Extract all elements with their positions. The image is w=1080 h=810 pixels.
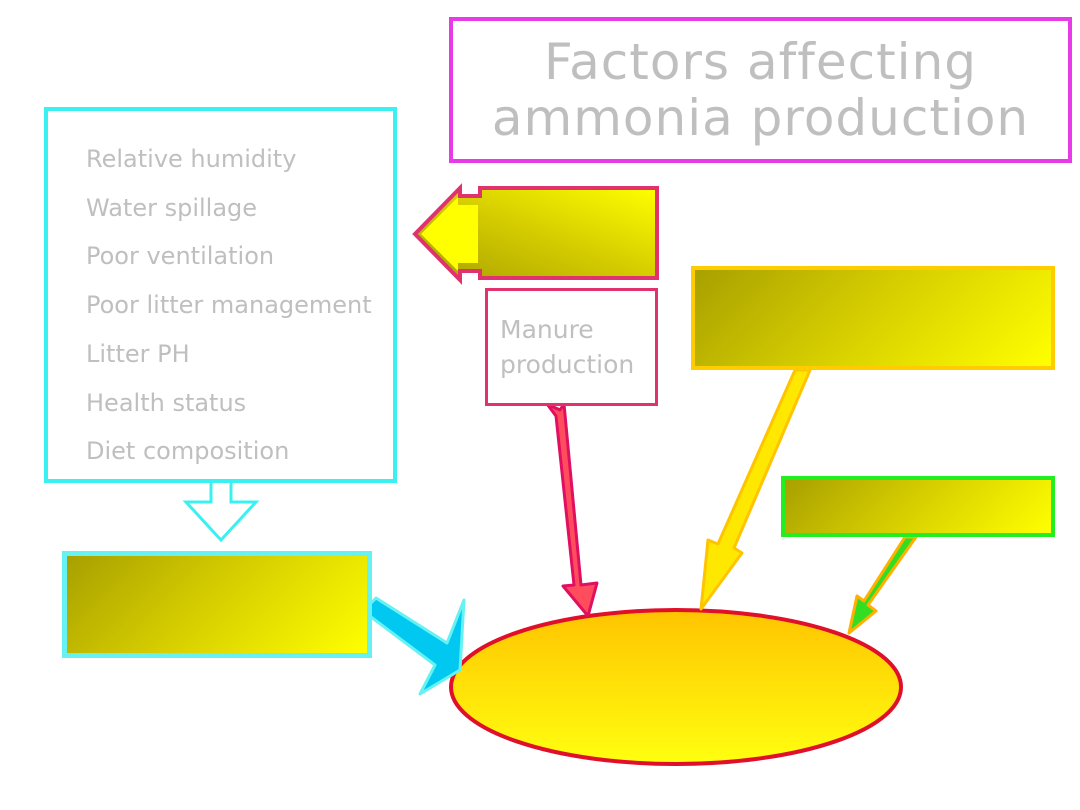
cyan-to-ellipse-arrow [361, 596, 466, 696]
factor-item: Poor ventilation [86, 242, 275, 271]
manure-production-box: Manure production [485, 288, 658, 406]
factor-item: Relative humidity [86, 145, 297, 173]
factors-list: Relative humidity Water spillage Poor ve… [48, 111, 393, 476]
down-hollow-arrow [182, 481, 260, 543]
green-to-ellipse-arrow [847, 535, 918, 635]
factors-box: Relative humidity Water spillage Poor ve… [44, 107, 397, 483]
yellow-box-top [691, 266, 1055, 370]
factor-item: Diet composition [86, 437, 290, 466]
green-bordered-box [781, 476, 1055, 537]
factor-item: Litter PH [86, 339, 190, 368]
cyan-bordered-box [62, 551, 372, 658]
factor-item: Health status [86, 388, 247, 417]
diagram-title: Factors affecting ammonia production [491, 33, 1030, 147]
title-box: Factors affecting ammonia production [449, 17, 1072, 163]
manure-production-label: Manure production [500, 315, 635, 379]
factor-item: Poor litter management [86, 291, 372, 320]
left-arrow-box [412, 183, 659, 285]
manure-to-ellipse-arrow [545, 402, 599, 618]
central-ellipse [449, 608, 903, 766]
factor-item: Water spillage [86, 193, 258, 222]
yellow-to-ellipse-arrow [699, 368, 812, 611]
